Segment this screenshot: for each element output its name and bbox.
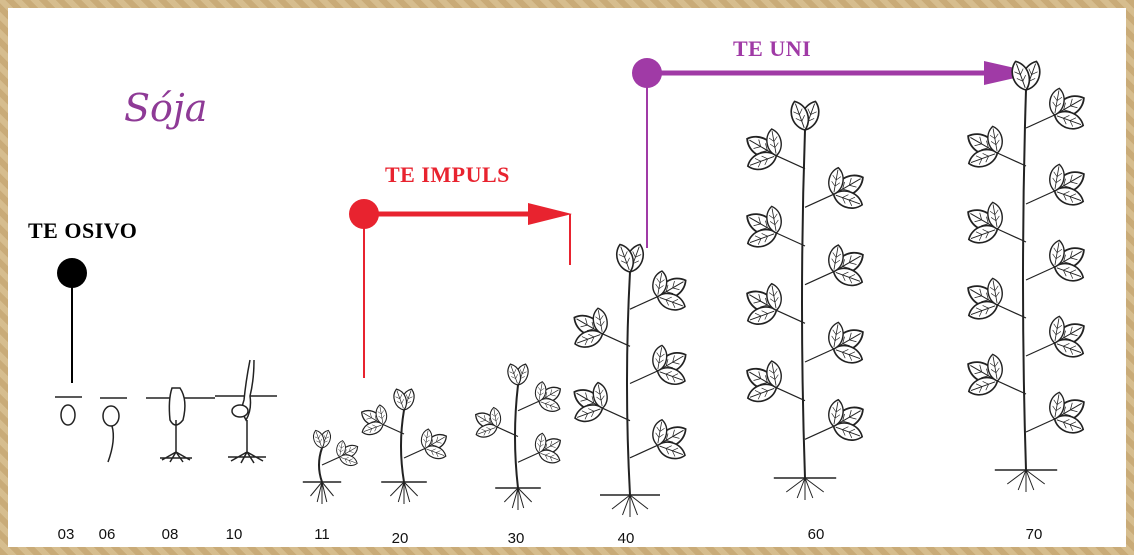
stage-label-60: 60 xyxy=(807,526,825,543)
te-impuls-arrow xyxy=(349,199,572,378)
plant-stage-03 xyxy=(60,404,76,426)
diagram-panel xyxy=(8,8,1126,547)
te-uni-label: TE UNI xyxy=(733,36,812,61)
te-osivo-marker xyxy=(57,258,87,383)
plant-stage-60 xyxy=(746,100,864,500)
te-osivo-label: TE OSIVO xyxy=(28,218,138,243)
stage-label-30: 30 xyxy=(507,530,525,547)
crop-title: Sója xyxy=(124,86,208,130)
stage-label-06: 06 xyxy=(98,526,116,543)
plant-stage-40 xyxy=(573,243,687,517)
plant-stage-30 xyxy=(475,363,561,510)
plant-illustrations xyxy=(302,60,1085,517)
plant-stage-08 xyxy=(160,387,192,463)
te-uni-arrow xyxy=(632,58,1037,248)
stage-label-11: 11 xyxy=(314,526,330,543)
plant-stage-70 xyxy=(967,60,1085,492)
stage-label-03: 03 xyxy=(57,526,75,543)
te-impuls-label: TE IMPULS xyxy=(385,162,510,187)
stage-label-08: 08 xyxy=(161,526,179,543)
stage-label-10: 10 xyxy=(225,526,243,543)
stage-label-70: 70 xyxy=(1025,526,1043,543)
plant-stage-10 xyxy=(228,359,266,464)
stage-label-40: 40 xyxy=(617,530,635,547)
plant-stage-20 xyxy=(361,388,447,504)
plant-stage-11 xyxy=(302,429,359,504)
plant-stage-06 xyxy=(102,405,120,463)
stage-label-20: 20 xyxy=(391,530,409,547)
